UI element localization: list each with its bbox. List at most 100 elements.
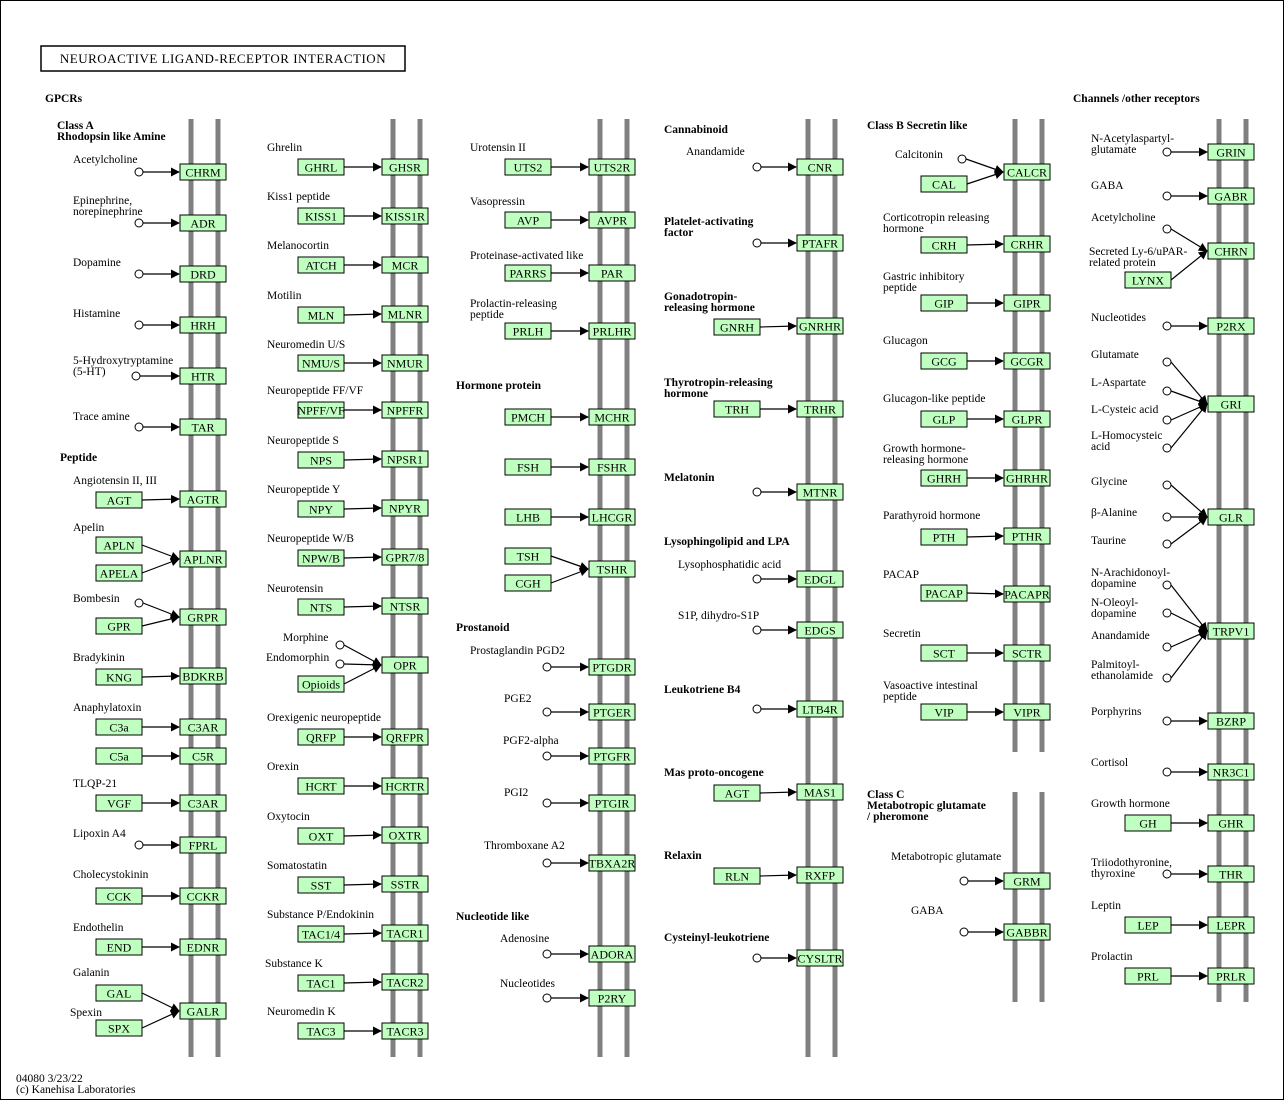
gene-box[interactable] — [179, 367, 227, 385]
gene-box[interactable] — [588, 747, 636, 765]
gene-box[interactable] — [297, 549, 345, 567]
gene-box[interactable] — [504, 547, 552, 565]
gene-box[interactable] — [179, 418, 227, 436]
gene-box[interactable] — [504, 158, 552, 176]
gene-box[interactable] — [297, 1022, 345, 1040]
gene-box[interactable] — [796, 866, 844, 884]
gene-box[interactable] — [95, 938, 143, 956]
gene-box[interactable] — [381, 777, 429, 795]
gene-box[interactable] — [179, 667, 227, 685]
gene-box[interactable] — [588, 158, 636, 176]
gene-box[interactable] — [588, 211, 636, 229]
gene-box[interactable] — [95, 668, 143, 686]
gene-box[interactable] — [297, 256, 345, 274]
gene-box[interactable] — [381, 1022, 429, 1040]
gene-box[interactable] — [95, 718, 143, 736]
gene-box[interactable] — [713, 867, 761, 885]
gene-box[interactable] — [1207, 317, 1255, 335]
gene-box[interactable] — [297, 158, 345, 176]
gene-box[interactable] — [1124, 814, 1172, 832]
gene-box[interactable] — [297, 451, 345, 469]
gene-box[interactable] — [1207, 143, 1255, 161]
gene-box[interactable] — [297, 974, 345, 992]
gene-box[interactable] — [95, 984, 143, 1002]
gene-box[interactable] — [920, 584, 968, 602]
gene-box[interactable] — [796, 783, 844, 801]
gene-box[interactable] — [920, 410, 968, 428]
gene-box[interactable] — [297, 777, 345, 795]
gene-box[interactable] — [381, 499, 429, 517]
gene-box[interactable] — [1124, 916, 1172, 934]
gene-box[interactable] — [297, 354, 345, 372]
gene-box[interactable] — [179, 490, 227, 508]
gene-box[interactable] — [504, 508, 552, 526]
gene-box[interactable] — [179, 938, 227, 956]
gene-box[interactable] — [920, 236, 968, 254]
gene-box[interactable] — [381, 875, 429, 893]
gene-box[interactable] — [713, 318, 761, 336]
gene-box[interactable] — [297, 675, 345, 693]
gene-box[interactable] — [179, 887, 227, 905]
gene-box[interactable] — [1003, 469, 1051, 487]
gene-box[interactable] — [381, 548, 429, 566]
gene-box[interactable] — [381, 450, 429, 468]
gene-box[interactable] — [588, 703, 636, 721]
gene-box[interactable] — [1207, 712, 1255, 730]
gene-box[interactable] — [504, 322, 552, 340]
gene-box[interactable] — [381, 401, 429, 419]
gene-box[interactable] — [796, 317, 844, 335]
gene-box[interactable] — [1003, 235, 1051, 253]
gene-box[interactable] — [95, 536, 143, 554]
gene-box[interactable] — [381, 826, 429, 844]
gene-box[interactable] — [1207, 814, 1255, 832]
gene-box[interactable] — [920, 703, 968, 721]
gene-box[interactable] — [381, 354, 429, 372]
gene-box[interactable] — [381, 256, 429, 274]
gene-box[interactable] — [1207, 508, 1255, 526]
gene-box[interactable] — [381, 207, 429, 225]
gene-box[interactable] — [796, 158, 844, 176]
gene-box[interactable] — [1207, 865, 1255, 883]
gene-box[interactable] — [1207, 916, 1255, 934]
gene-box[interactable] — [796, 949, 844, 967]
gene-box[interactable] — [381, 973, 429, 991]
gene-box[interactable] — [179, 794, 227, 812]
gene-box[interactable] — [1003, 163, 1051, 181]
gene-box[interactable] — [1003, 644, 1051, 662]
gene-box[interactable] — [95, 747, 143, 765]
gene-box[interactable] — [588, 794, 636, 812]
gene-box[interactable] — [381, 924, 429, 942]
gene-box[interactable] — [796, 234, 844, 252]
gene-box[interactable] — [588, 322, 636, 340]
gene-box[interactable] — [297, 401, 345, 419]
gene-box[interactable] — [1207, 187, 1255, 205]
gene-box[interactable] — [297, 306, 345, 324]
gene-box[interactable] — [504, 458, 552, 476]
gene-box[interactable] — [297, 500, 345, 518]
gene-box[interactable] — [796, 570, 844, 588]
gene-box[interactable] — [297, 827, 345, 845]
gene-box[interactable] — [588, 264, 636, 282]
gene-box[interactable] — [179, 608, 227, 626]
gene-box[interactable] — [1207, 395, 1255, 413]
gene-box[interactable] — [588, 945, 636, 963]
gene-box[interactable] — [588, 408, 636, 426]
gene-box[interactable] — [179, 1002, 227, 1020]
gene-box[interactable] — [504, 211, 552, 229]
gene-box[interactable] — [95, 491, 143, 509]
gene-box[interactable] — [95, 794, 143, 812]
gene-box[interactable] — [381, 305, 429, 323]
gene-box[interactable] — [297, 728, 345, 746]
gene-box[interactable] — [1003, 872, 1051, 890]
gene-box[interactable] — [297, 207, 345, 225]
gene-box[interactable] — [381, 597, 429, 615]
gene-box[interactable] — [95, 564, 143, 582]
gene-box[interactable] — [588, 458, 636, 476]
gene-box[interactable] — [95, 887, 143, 905]
gene-box[interactable] — [1207, 763, 1255, 781]
gene-box[interactable] — [504, 264, 552, 282]
gene-box[interactable] — [920, 175, 968, 193]
gene-box[interactable] — [796, 400, 844, 418]
gene-box[interactable] — [920, 352, 968, 370]
gene-box[interactable] — [179, 265, 227, 283]
